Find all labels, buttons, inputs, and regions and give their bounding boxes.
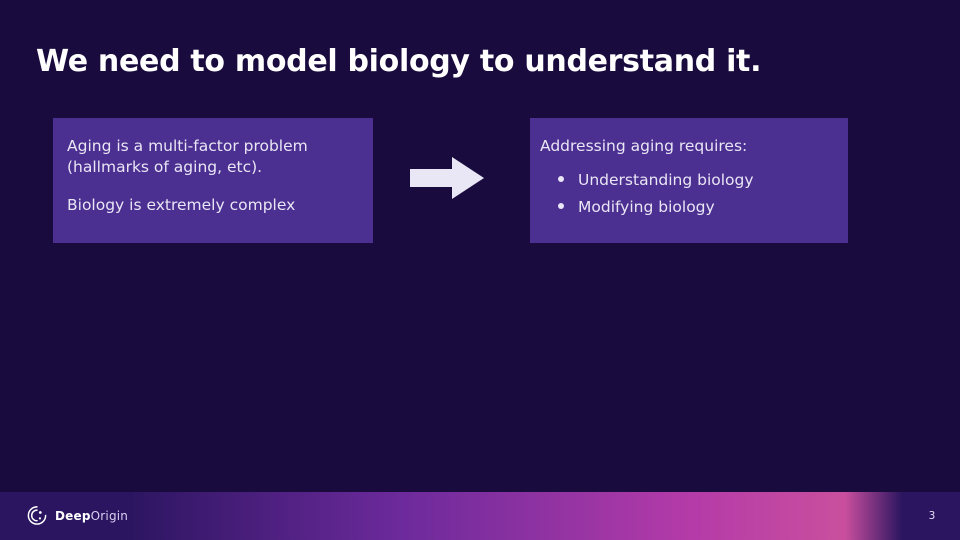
page-title: We need to model biology to understand i… xyxy=(36,44,762,79)
list-item: Understanding biology xyxy=(540,167,832,194)
right-arrow-icon xyxy=(408,153,488,203)
content-row: Aging is a multi-factor problem (hallmar… xyxy=(53,118,913,248)
problem-line-1: Aging is a multi-factor problem xyxy=(67,137,308,155)
requirements-list: Understanding biology Modifying biology xyxy=(540,167,832,220)
bullet-dot-icon xyxy=(558,203,564,210)
requirements-heading: Addressing aging requires: xyxy=(540,137,748,155)
list-item: Modifying biology xyxy=(540,194,832,221)
brand-name-primary: Deep xyxy=(55,509,91,523)
list-item-label: Understanding biology xyxy=(578,171,754,190)
problem-line-3: Biology is extremely complex xyxy=(67,195,296,214)
problem-line-2: (hallmarks of aging, etc). xyxy=(67,158,263,177)
requirements-box: Addressing aging requires: Understanding… xyxy=(530,118,848,243)
brand-name-suffix: Origin xyxy=(90,509,129,523)
page-number-block: 3 xyxy=(904,492,960,540)
list-item-label: Modifying biology xyxy=(578,198,715,217)
footer-gradient-bar xyxy=(0,492,960,540)
problem-box: Aging is a multi-factor problem (hallmar… xyxy=(53,118,373,243)
footer-brand: DeepOrigin xyxy=(0,492,134,540)
page-number: 3 xyxy=(928,510,936,522)
deeporigin-logo-icon xyxy=(26,505,48,527)
brand-name: DeepOrigin xyxy=(55,509,128,523)
bullet-dot-icon xyxy=(558,176,564,183)
